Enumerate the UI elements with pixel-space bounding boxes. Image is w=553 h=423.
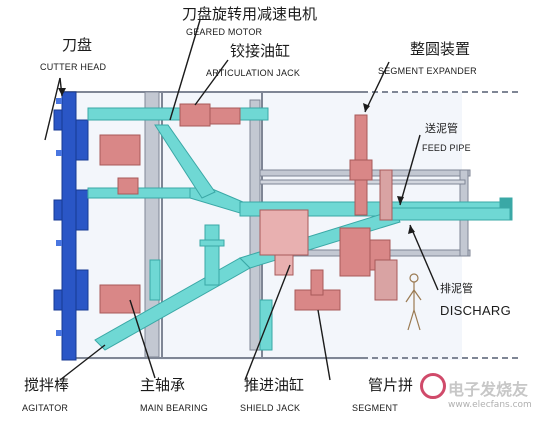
cutter-head-cn: 刀盘 bbox=[62, 36, 93, 54]
articulation-jack-en: ARTICULATION JACK bbox=[206, 68, 301, 78]
articulation-jack-cn: 铰接油缸 bbox=[230, 42, 291, 60]
operator-figure bbox=[405, 273, 422, 331]
leader-lines bbox=[44, 19, 439, 381]
cutter-head-teeth bbox=[56, 98, 62, 336]
main-bearing-cn: 主轴承 bbox=[140, 376, 186, 394]
main-bearing-en: MAIN BEARING bbox=[140, 403, 208, 413]
watermark-logo-icon bbox=[420, 373, 446, 399]
segment-erector-en: SEGMENT bbox=[352, 403, 398, 413]
segment-expander bbox=[374, 169, 398, 301]
shield-jack-cn: 推进油缸 bbox=[244, 376, 305, 394]
cutter-head bbox=[53, 91, 89, 361]
watermark-url: www.elecfans.com bbox=[448, 400, 532, 410]
watermark-name: 电子发烧友 bbox=[448, 380, 529, 399]
agitator-cn: 搅拌棒 bbox=[24, 376, 70, 394]
segment-erector-cn: 管片拼 bbox=[368, 376, 414, 394]
geared-motor-cn: 刀盘旋转用减速电机 bbox=[182, 5, 318, 23]
shield-jack-en: SHIELD JACK bbox=[240, 403, 301, 413]
feed-pipe-cn: 送泥管 bbox=[425, 122, 458, 135]
discharge-cn: 排泥管 bbox=[440, 282, 473, 295]
cutter-head-en: CUTTER HEAD bbox=[40, 62, 107, 72]
agitator-en: AGITATOR bbox=[22, 403, 69, 413]
segment-expander-en: SEGMENT EXPANDER bbox=[378, 66, 477, 76]
geared-motor bbox=[99, 103, 241, 314]
discharge-en: DISCHARG bbox=[440, 303, 512, 318]
geared-motor-en: GEARED MOTOR bbox=[186, 27, 263, 37]
feed-pipe-en: FEED PIPE bbox=[422, 143, 471, 153]
segment-expander-cn: 整圆装置 bbox=[410, 40, 471, 58]
leader-arrowheads bbox=[58, 88, 415, 234]
